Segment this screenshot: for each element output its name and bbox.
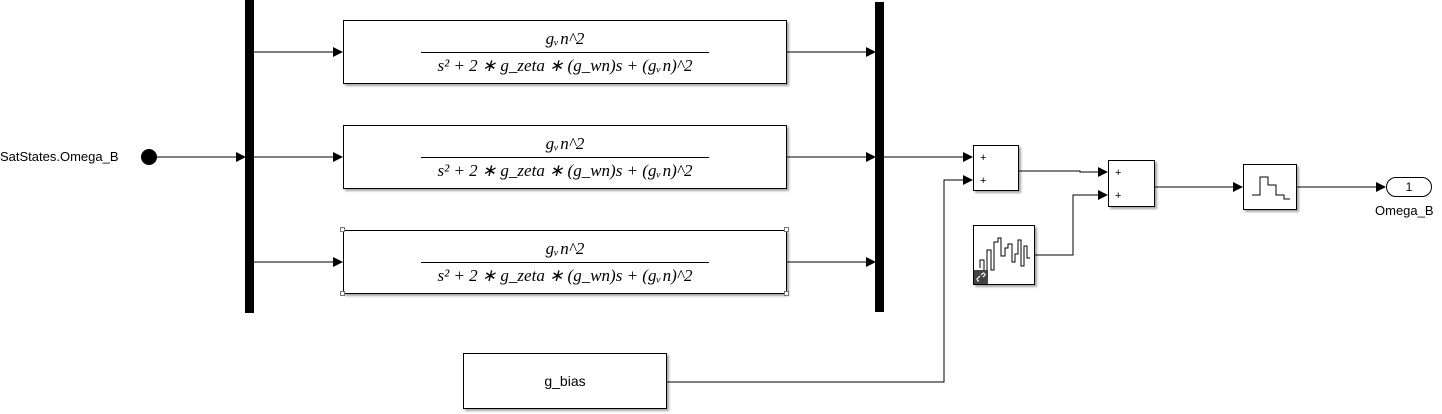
noise-waveform-icon	[979, 237, 1030, 275]
inport-dot[interactable]	[141, 149, 157, 165]
tf-numerator: gᵥ n^2	[545, 29, 585, 48]
selection-handle[interactable]	[784, 291, 789, 296]
mux-block[interactable]	[875, 2, 884, 312]
library-link-icon	[974, 270, 988, 284]
outport-label: Omega_B	[1375, 203, 1434, 218]
sum-sign: +	[980, 175, 987, 187]
signal-line	[1035, 190, 1108, 256]
sum-sign: +	[1115, 190, 1122, 202]
transfer-function-block-2[interactable]: gᵥ n^2 s² + 2 ∗ g_zeta ∗ (g_wn)s + (gᵥ n…	[343, 125, 787, 189]
sum-sign: +	[1115, 167, 1122, 179]
selection-handle[interactable]	[784, 227, 789, 232]
tf-numerator: gᵥ n^2	[545, 134, 585, 153]
tf-numerator: gᵥ n^2	[545, 239, 585, 258]
transfer-function-block-3[interactable]: gᵥ n^2 s² + 2 ∗ g_zeta ∗ (g_wn)s + (gᵥ n…	[343, 230, 787, 294]
signal-line	[1019, 167, 1108, 177]
constant-block[interactable]: g_bias	[463, 353, 667, 409]
tf-denominator: s² + 2 ∗ g_zeta ∗ (g_wn)s + (gᵥ n)^2	[437, 266, 693, 285]
selection-handle[interactable]	[340, 227, 345, 232]
zoh-staircase-icon	[1252, 176, 1290, 200]
zero-order-hold-block[interactable]	[1243, 164, 1297, 210]
tf-denominator: s² + 2 ∗ g_zeta ∗ (g_wn)s + (gᵥ n)^2	[437, 161, 693, 180]
tf-fraction-bar	[421, 52, 709, 53]
signal-line	[667, 175, 973, 383]
sum-block-2[interactable]: + +	[1108, 160, 1155, 207]
noise-source-block[interactable]	[973, 225, 1035, 285]
constant-value: g_bias	[544, 373, 586, 389]
tf-fraction-bar	[421, 157, 709, 158]
tf-fraction-bar	[421, 262, 709, 263]
tf-denominator: s² + 2 ∗ g_zeta ∗ (g_wn)s + (gᵥ n)^2	[437, 56, 693, 75]
selection-handle[interactable]	[340, 291, 345, 296]
transfer-function-block-1[interactable]: gᵥ n^2 s² + 2 ∗ g_zeta ∗ (g_wn)s + (gᵥ n…	[343, 20, 787, 84]
demux-block[interactable]	[245, 0, 254, 313]
sum-block-1[interactable]: + +	[973, 145, 1019, 191]
outport-number: 1	[1405, 180, 1413, 194]
sum-sign: +	[980, 152, 987, 164]
outport-block[interactable]: 1	[1386, 177, 1432, 197]
inport-label: SatStates.Omega_B	[0, 149, 119, 164]
